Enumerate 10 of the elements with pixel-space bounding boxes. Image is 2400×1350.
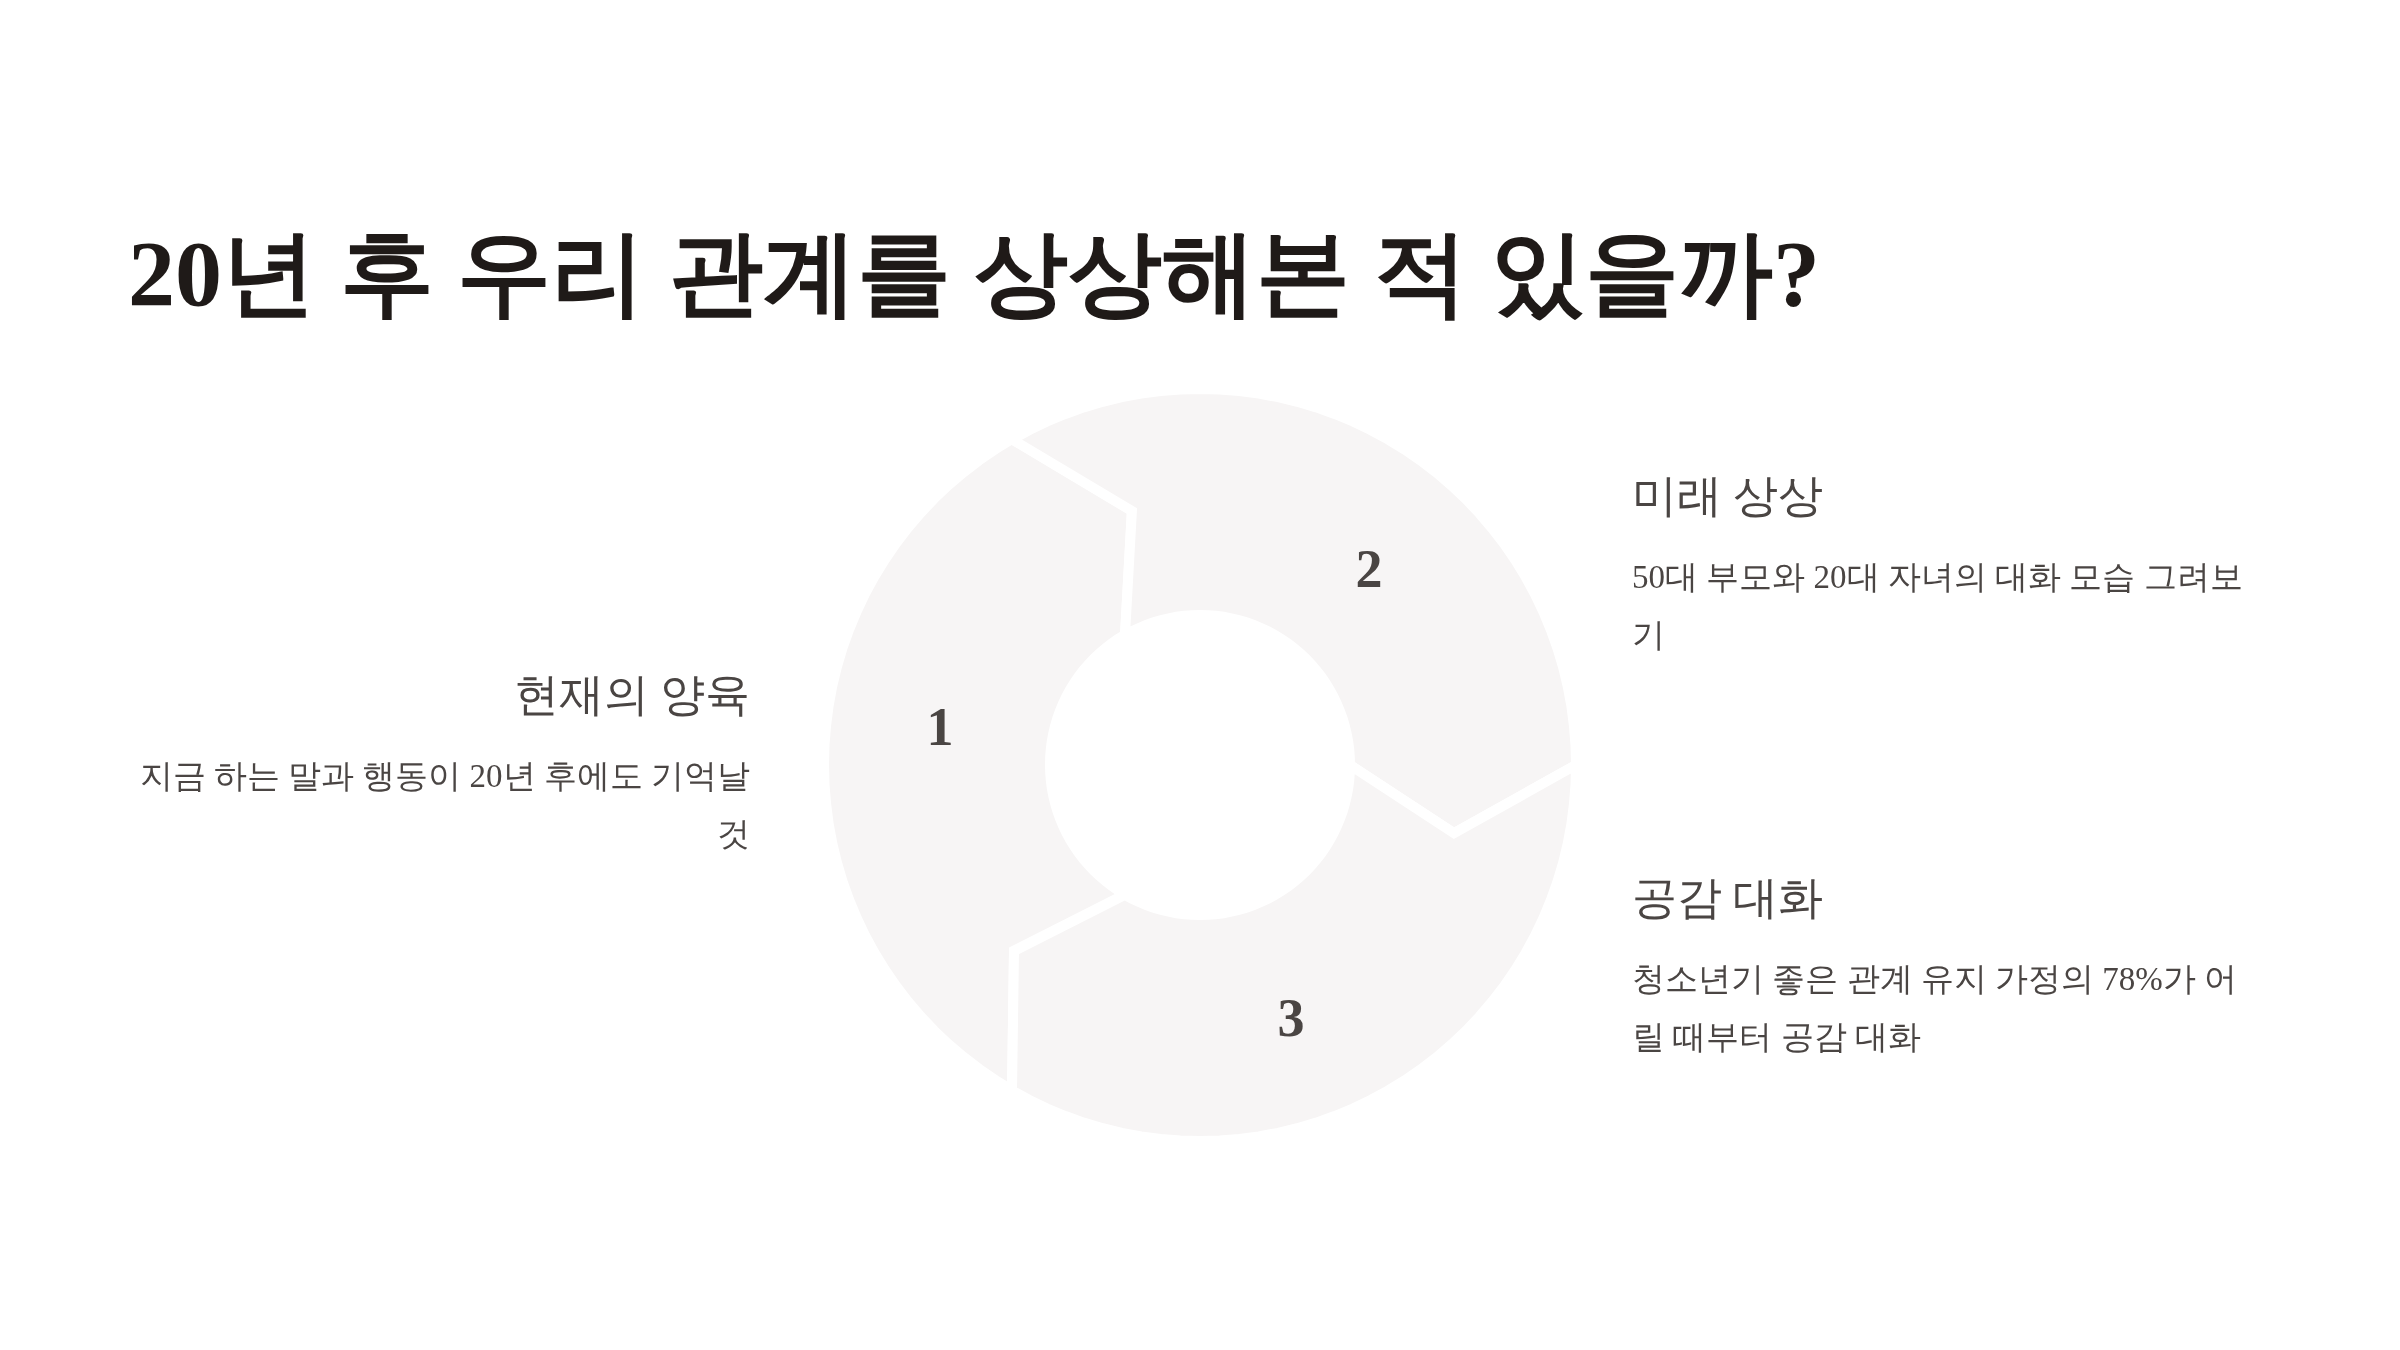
step-heading: 미래 상상: [1632, 470, 1825, 523]
step-number: 1: [926, 696, 954, 758]
step-heading: 현재의 양육: [512, 669, 750, 722]
slide-title: 20년 후 우리 관계를 상상해본 적 있을까?: [128, 220, 1820, 327]
step-description: 지금 하는 말과 행동이 20년 후에도 기억날 것: [138, 757, 750, 854]
step-description: 청소년기 좋은 관계 유지 가정의 78%가 어릴 때부터 공감 대화: [1632, 960, 2238, 1057]
step-description: 50대 부모와 20대 자녀의 대화 모습 그려보기: [1632, 558, 2244, 655]
step-number: 2: [1355, 538, 1383, 600]
step-heading: 공감 대화: [1632, 872, 1825, 925]
step-number: 3: [1277, 987, 1305, 1049]
